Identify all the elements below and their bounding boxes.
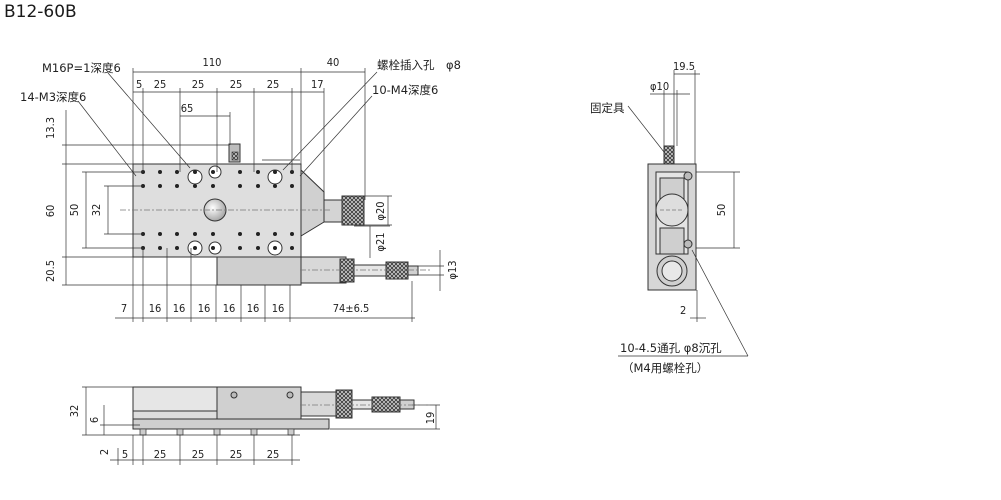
m3-hole (273, 246, 277, 250)
dim-25-front: 25 (192, 448, 205, 461)
front-base (132, 418, 330, 430)
m3-hole (175, 246, 179, 250)
dim-2-side: 2 (680, 304, 686, 317)
dim-60: 60 (44, 205, 57, 218)
m3-hole (193, 170, 197, 174)
m3-hole (193, 184, 197, 188)
dim-25-front: 25 (154, 448, 167, 461)
dim-110: 110 (203, 56, 222, 69)
dim-5: 5 (136, 78, 142, 91)
m3-hole (175, 170, 179, 174)
dim-25-front: 25 (230, 448, 243, 461)
label-fixture: 固定具 (590, 101, 625, 115)
dim-phi21: φ21 (374, 232, 387, 251)
dim-25: 25 (230, 78, 243, 91)
dim-50-side: 50 (715, 204, 728, 217)
dim-20-5: 20.5 (44, 260, 57, 282)
callout-m4: 10-M4深度6 (372, 83, 438, 97)
dim-32: 32 (90, 204, 103, 217)
m3-hole (290, 184, 294, 188)
front-view: 32 6 2 19 5 25 25 25 25 (68, 386, 440, 465)
dim-6-front: 6 (88, 417, 101, 423)
dim-phi13: φ13 (446, 260, 459, 279)
dim-phi10: φ10 (650, 80, 669, 93)
m3-hole (193, 232, 197, 236)
side-view: 19.5 φ10 50 2 固定具 10-4.5通孔 φ8沉孔 （M4用螺栓孔） (590, 60, 749, 375)
dim-7: 7 (121, 302, 127, 315)
callout-m16: M16P=1深度6 (42, 61, 121, 75)
m3-hole (256, 170, 260, 174)
dim-25: 25 (192, 78, 205, 91)
callout-bolt-insert: 螺栓插入孔 φ8 (377, 58, 461, 72)
m3-hole (158, 246, 162, 250)
m3-hole (211, 184, 215, 188)
m3-hole (273, 232, 277, 236)
dim-5-front: 5 (122, 448, 128, 461)
m3-hole (238, 232, 242, 236)
m3-hole (238, 246, 242, 250)
m3-hole (238, 170, 242, 174)
m3-hole (290, 232, 294, 236)
m3-hole (193, 246, 197, 250)
dim-25-front: 25 (267, 448, 280, 461)
dim-2-front: 2 (98, 449, 111, 455)
dim-travel: 74±6.5 (333, 302, 370, 315)
m3-hole (238, 184, 242, 188)
m3-hole (211, 246, 215, 250)
m3-hole (158, 232, 162, 236)
base-plate (216, 256, 302, 286)
m3-hole (256, 246, 260, 250)
dim-13-3: 13.3 (44, 117, 57, 139)
dim-65: 65 (181, 102, 194, 115)
dim-17: 17 (311, 78, 324, 91)
dim-16: 16 (223, 302, 236, 315)
m3-hole (211, 170, 215, 174)
m3-hole (158, 184, 162, 188)
m3-hole (175, 184, 179, 188)
dim-16: 16 (272, 302, 285, 315)
side-fixture (663, 145, 675, 165)
top-view: 110 40 5 25 25 25 25 65 17 13.3 60 50 32… (20, 56, 461, 322)
dim-16: 16 (173, 302, 186, 315)
dim-19-front: 19 (424, 412, 437, 425)
dim-25: 25 (267, 78, 280, 91)
m3-hole (211, 232, 215, 236)
dim-16: 16 (247, 302, 260, 315)
dim-16: 16 (149, 302, 162, 315)
micrometer-ratchet (385, 261, 409, 280)
dim-25: 25 (154, 78, 167, 91)
lock-knob (323, 199, 343, 223)
dim-phi20: φ20 (374, 201, 387, 220)
m3-hole (273, 170, 277, 174)
label-hole-note-sub: （M4用螺栓孔） (622, 361, 708, 375)
model-title: B12-60B (4, 2, 77, 22)
dim-40: 40 (327, 56, 340, 69)
m3-hole (175, 232, 179, 236)
micrometer-thimble (339, 258, 355, 283)
dim-16: 16 (198, 302, 211, 315)
m3-hole (256, 232, 260, 236)
m3-hole (158, 170, 162, 174)
label-hole-note: 10-4.5通孔 φ8沉孔 (620, 341, 722, 355)
m3-hole (290, 246, 294, 250)
dim-50: 50 (68, 204, 81, 217)
stage-wing (300, 164, 325, 257)
m3-hole (273, 184, 277, 188)
dim-19-5: 19.5 (673, 60, 695, 73)
dim-32-front: 32 (68, 405, 81, 418)
m3-hole (256, 184, 260, 188)
callout-m3: 14-M3深度6 (20, 90, 86, 104)
